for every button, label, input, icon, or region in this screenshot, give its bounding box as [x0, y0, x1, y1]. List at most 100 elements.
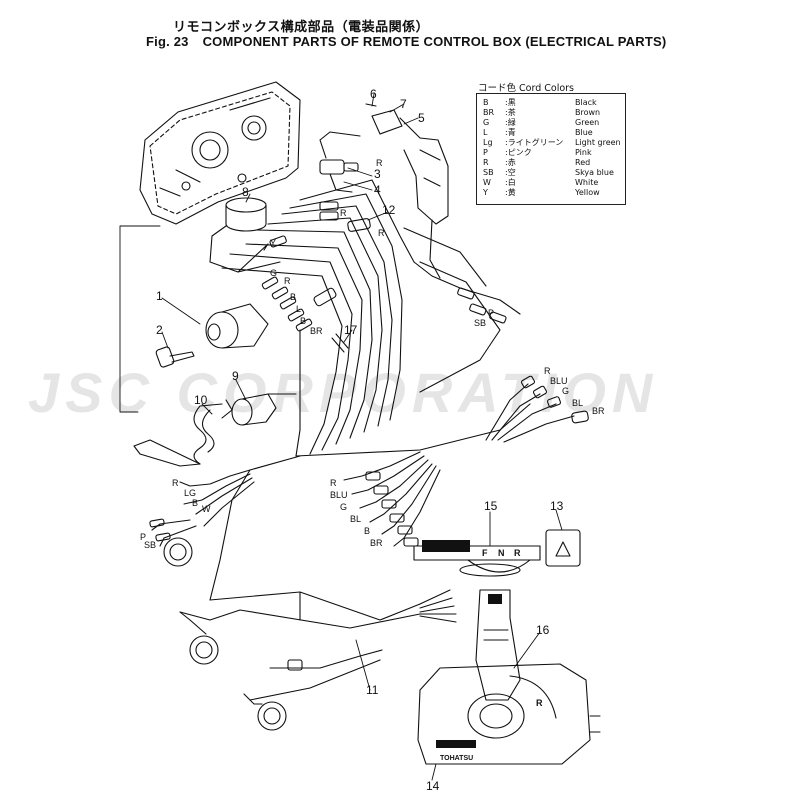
- wire-label: P: [140, 532, 146, 542]
- wire-label: R: [340, 208, 347, 218]
- legend-code: W: [483, 178, 491, 187]
- middle-harness: [343, 451, 441, 547]
- stop-switch: [231, 393, 297, 426]
- shift-plate: [413, 529, 581, 577]
- cord-colors-title: コード色 Cord Colors: [478, 83, 575, 94]
- legend-row: BR :茶 Brown: [483, 108, 623, 118]
- title-japanese: リモコンボックス構成部品（電装品関係）: [173, 20, 430, 35]
- part-number-8: 8: [242, 185, 249, 199]
- lever-r-label: R: [536, 698, 543, 708]
- part-number-17: 17: [344, 323, 358, 337]
- legend-jp: :白: [505, 178, 516, 187]
- legend-en: Green: [575, 118, 600, 127]
- legend-en: White: [575, 178, 599, 187]
- wire-label: L: [296, 304, 301, 314]
- legend-en: Pink: [575, 148, 592, 157]
- control-box-housing: [139, 81, 301, 225]
- control-box-body: [417, 663, 601, 765]
- legend-jp: :緑: [505, 118, 516, 127]
- part-number-10: 10: [194, 393, 208, 407]
- left-harness: [149, 469, 255, 567]
- wire-color-labels: R R R Y G R B L B BR P SB R BLU G BL BR …: [140, 158, 605, 550]
- wire-label: G: [270, 268, 277, 278]
- part-number-7: 7: [400, 97, 407, 111]
- wire-label: B: [290, 292, 296, 302]
- part-number-14: 14: [426, 779, 440, 793]
- connector-pins: [261, 201, 507, 332]
- wire-label: R: [544, 366, 551, 376]
- legend-jp: :茶: [505, 108, 516, 117]
- wire-label: SB: [144, 540, 156, 550]
- brand-label: TOHATSU: [440, 755, 473, 762]
- part-number-15: 15: [484, 499, 498, 513]
- wire-label: R: [378, 228, 385, 238]
- legend-code: Lg: [483, 138, 493, 147]
- wire-label: B: [364, 526, 370, 536]
- legend-code: R: [483, 158, 489, 167]
- legend-row: G :緑 Green: [483, 118, 623, 128]
- wire-label: SB: [474, 318, 486, 328]
- ignition-key: [155, 346, 195, 368]
- fnr-f-label: F: [482, 548, 488, 558]
- wire-label: B: [300, 316, 306, 326]
- legend-en: Black: [575, 98, 597, 107]
- legend-jp: :空: [505, 168, 516, 177]
- part-number-6: 6: [370, 87, 377, 101]
- wire-label: BL: [572, 398, 583, 408]
- control-lever: [475, 589, 521, 701]
- legend-en: Brown: [575, 108, 601, 117]
- lanyard-cord: [133, 399, 233, 467]
- wire-label: G: [340, 502, 347, 512]
- wire-label: G: [562, 386, 569, 396]
- legend-jp: :青: [505, 128, 516, 137]
- wire-label: B: [192, 498, 198, 508]
- wire-label: R: [376, 158, 383, 168]
- fnr-n-label: N: [498, 548, 505, 558]
- buzzer-wire: [237, 243, 269, 273]
- wire-label: P: [488, 308, 494, 318]
- legend-row: W :白 White: [483, 178, 623, 188]
- wire-label: R: [172, 478, 179, 488]
- legend-jp: :赤: [505, 158, 516, 167]
- figure-number: Fig. 23: [146, 34, 189, 49]
- figure-title-text: COMPONENT PARTS OF REMOTE CONTROL BOX (E…: [202, 34, 667, 49]
- connector-3: [319, 131, 361, 193]
- legend-code: G: [483, 118, 490, 127]
- wire-label: R: [330, 478, 337, 488]
- legend-jp: :黒: [505, 98, 516, 107]
- figure-title: Fig. 23 COMPONENT PARTS OF REMOTE CONTROL…: [146, 34, 666, 49]
- legend-code: Y: [483, 188, 488, 197]
- wire-bundle: [219, 179, 531, 561]
- watermark-text: JSC CORPORATION: [28, 361, 658, 424]
- panel-text: F N R R TOHATSU: [440, 548, 543, 762]
- legend-code: L: [483, 128, 488, 137]
- part-number-3: 3: [374, 167, 381, 181]
- extension-harness: [179, 559, 457, 731]
- main-switch: [205, 303, 269, 349]
- legend-code: SB: [483, 168, 494, 177]
- right-harness: [485, 375, 589, 443]
- wire-label: BR: [592, 406, 605, 416]
- part-number-11: 11: [366, 683, 379, 697]
- wire-label: BR: [310, 326, 323, 336]
- legend-en: Red: [575, 158, 591, 167]
- wire-label: W: [202, 504, 211, 514]
- part-number-1: 1: [156, 289, 163, 303]
- part-17-clip: [331, 333, 349, 353]
- wire-label: BLU: [550, 376, 568, 386]
- part-number-2: 2: [156, 323, 163, 337]
- part-number-9: 9: [232, 369, 239, 383]
- switch-assembly: [365, 103, 449, 279]
- wire-label: BL: [350, 514, 361, 524]
- wire-label: R: [284, 276, 291, 286]
- legend-code: BR: [483, 108, 495, 117]
- part-number-12: 12: [382, 203, 396, 217]
